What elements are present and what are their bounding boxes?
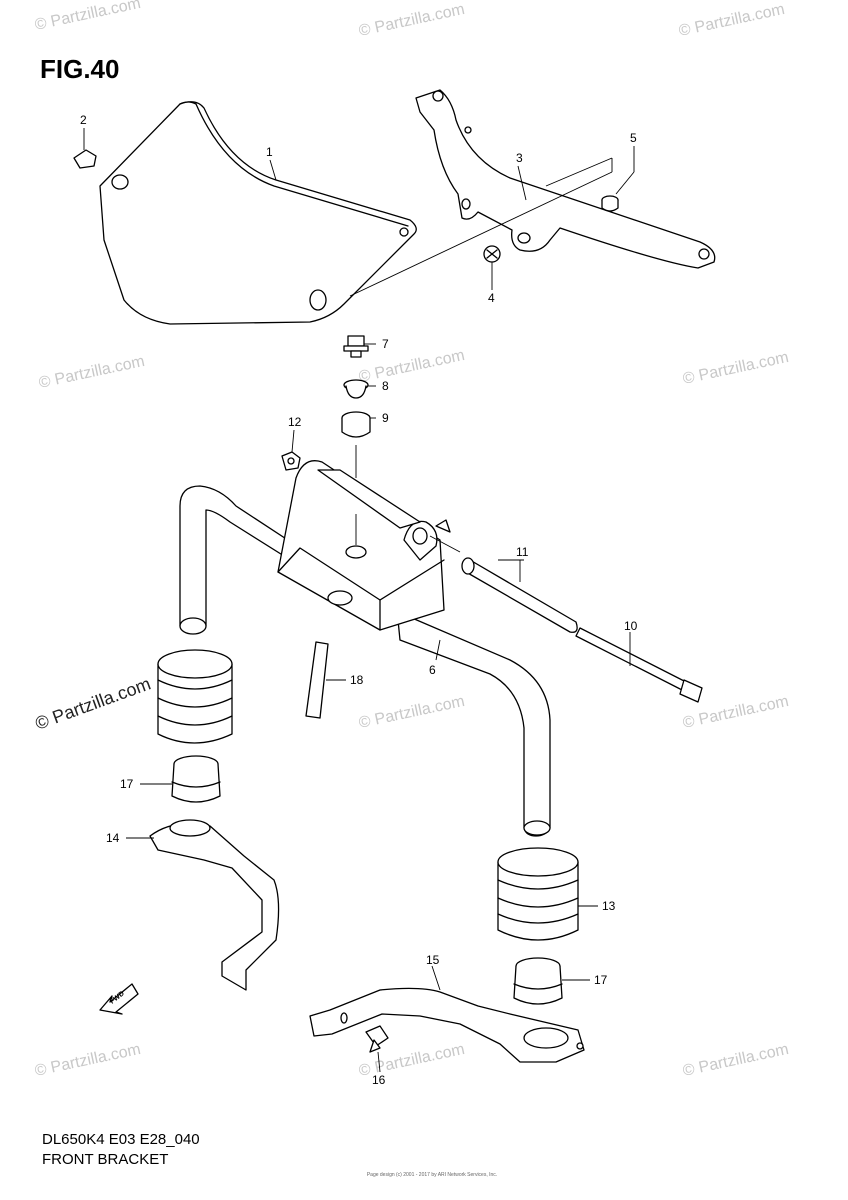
callout-15[interactable]: 15 (426, 953, 440, 967)
part-10-bolt (575, 627, 703, 703)
part-4-screw (483, 245, 501, 290)
callout-17a[interactable]: 17 (120, 777, 134, 791)
watermark-dark: © Partzilla.com (33, 673, 154, 733)
callout-7[interactable]: 7 (382, 337, 389, 351)
part-6-pipe-frame (179, 485, 551, 837)
callout-17b[interactable]: 17 (594, 973, 608, 987)
callout-4[interactable]: 4 (488, 291, 495, 305)
callout-8[interactable]: 8 (382, 379, 389, 393)
part-7-bolt (343, 335, 369, 358)
part-17-cushion-right (513, 957, 563, 1005)
fwd-arrow-icon: FWD (99, 983, 139, 1015)
watermark: © Partzilla.com (677, 1, 786, 40)
callout-10[interactable]: 10 (624, 619, 638, 633)
part-9-cushion (341, 411, 371, 438)
watermark: © Partzilla.com (33, 1041, 142, 1080)
part-16-bolt (365, 1025, 389, 1053)
watermark: © Partzilla.com (357, 1, 466, 40)
watermark: © Partzilla.com (33, 0, 142, 34)
part-13-damper-left (157, 649, 233, 744)
callout-5[interactable]: 5 (630, 131, 637, 145)
part-5-cushion (601, 171, 635, 212)
callout-1[interactable]: 1 (266, 145, 273, 159)
model-code: DL650K4 E03 E28_040 (42, 1131, 200, 1148)
callout-11[interactable]: 11 (516, 545, 529, 559)
part-12-nut (281, 451, 301, 471)
callout-9[interactable]: 9 (382, 411, 389, 425)
callout-2[interactable]: 2 (80, 113, 87, 127)
part-2-clip (73, 128, 97, 169)
part-6-mount-box (277, 445, 461, 631)
callout-6[interactable]: 6 (429, 663, 436, 677)
part-15-stay-right (309, 987, 585, 1063)
callout-12[interactable]: 12 (288, 415, 302, 429)
callout-3[interactable]: 3 (516, 151, 523, 165)
callout-16[interactable]: 16 (372, 1073, 386, 1087)
callout-18[interactable]: 18 (350, 673, 364, 687)
part-13-damper-right (497, 847, 579, 941)
part-17-cushion-left (171, 755, 221, 803)
watermark: © Partzilla.com (681, 349, 790, 388)
part-1-side-cover (99, 101, 417, 325)
footer-copyright: Page design (c) 2001 - 2017 by ARI Netwo… (366, 1172, 498, 1178)
watermark: © Partzilla.com (357, 693, 466, 732)
watermark: © Partzilla.com (681, 1041, 790, 1080)
leader-lines (126, 146, 635, 1073)
callout-14[interactable]: 14 (106, 831, 120, 845)
part-3-bracket (415, 89, 716, 269)
part-11-spacer (461, 557, 578, 633)
figure-name: FRONT BRACKET (42, 1151, 169, 1168)
connector-lines (349, 157, 613, 297)
callout-13[interactable]: 13 (602, 899, 616, 913)
watermark: © Partzilla.com (357, 347, 466, 386)
callouts: 1 2 3 4 5 6 7 8 9 10 11 12 13 14 15 16 1… (80, 113, 638, 1087)
watermark: © Partzilla.com (37, 353, 146, 392)
part-14-stay-left (149, 819, 280, 991)
figure-title: FIG.40 (40, 54, 120, 84)
part-18-strip (305, 641, 329, 719)
part-8-collar (343, 379, 369, 399)
